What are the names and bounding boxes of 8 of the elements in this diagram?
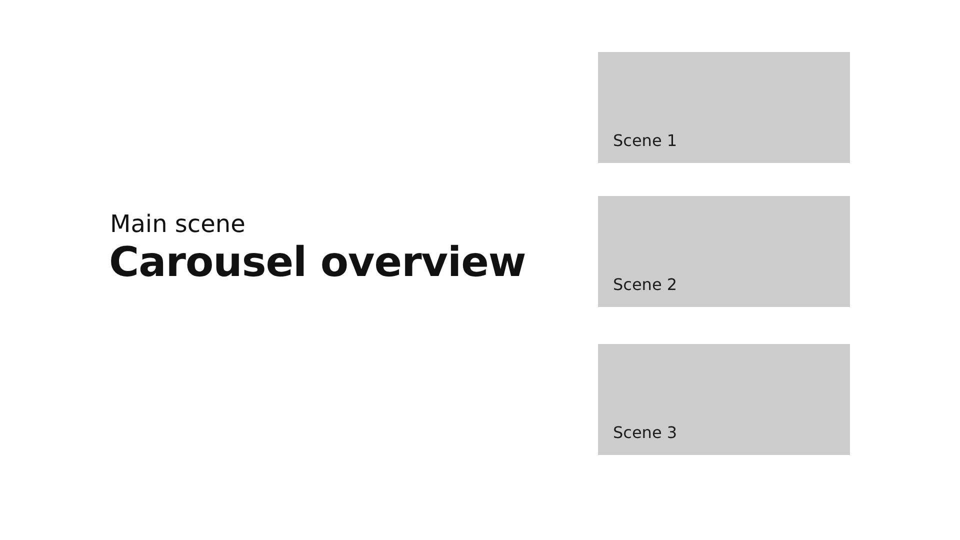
heading: Carousel overview [109, 237, 526, 288]
scene-label: Scene 2 [613, 275, 678, 295]
scene-label: Scene 3 [613, 423, 678, 443]
subheading: Main scene [110, 209, 246, 239]
scene-card [598, 344, 850, 455]
scene-card [598, 196, 850, 307]
scene-card [598, 52, 850, 163]
scene-label: Scene 1 [613, 131, 678, 151]
